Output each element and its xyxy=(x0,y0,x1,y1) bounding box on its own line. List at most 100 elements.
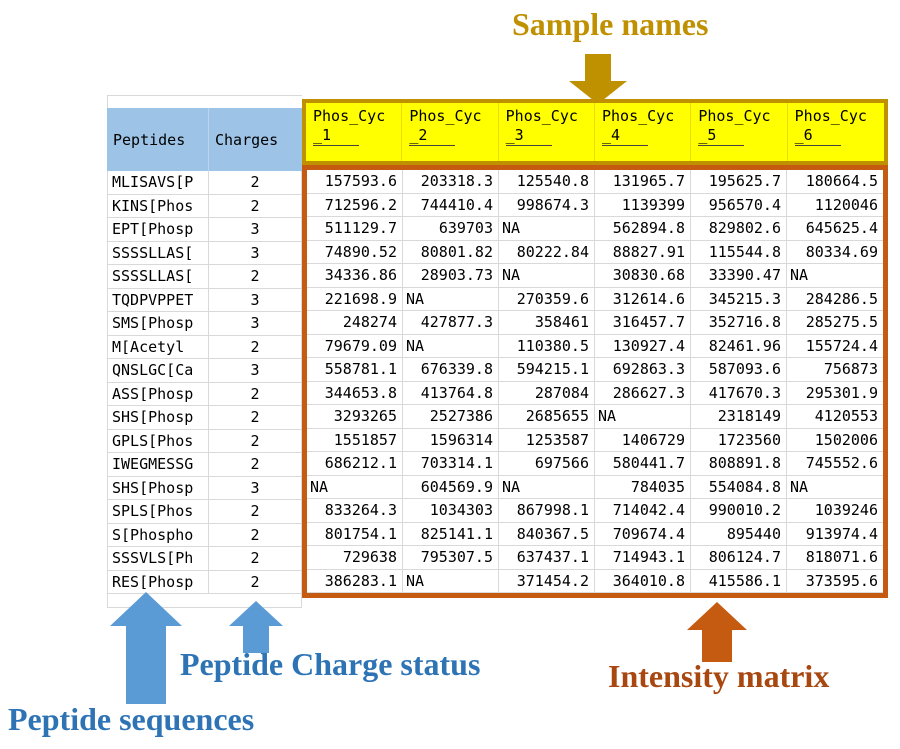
intensity-cell[interactable]: 712596.2 xyxy=(307,193,403,217)
intensity-cell[interactable]: 1502006 xyxy=(787,429,883,452)
sample-column-header[interactable]: Phos_Cyc_4 xyxy=(595,103,692,161)
sample-column-header[interactable]: Phos_Cyc_2 xyxy=(402,103,499,161)
intensity-cell[interactable]: 1406729 xyxy=(595,428,691,452)
peptide-cell[interactable]: MLISAVS[P xyxy=(107,171,209,195)
intensity-cell[interactable]: 714943.1 xyxy=(595,546,691,570)
peptide-cell[interactable]: SSSSLLAS[ xyxy=(107,265,209,289)
charge-cell[interactable]: 3 xyxy=(209,359,302,383)
intensity-cell[interactable]: 808891.8 xyxy=(691,452,787,476)
intensity-cell[interactable]: 344653.8 xyxy=(307,381,403,405)
intensity-cell[interactable]: 2527386 xyxy=(403,405,499,429)
intensity-cell[interactable]: 82461.96 xyxy=(691,334,787,358)
peptide-cell[interactable]: M[Acetyl xyxy=(107,335,209,359)
intensity-cell[interactable]: 554084.8 xyxy=(691,475,787,499)
peptide-cell[interactable]: SHS[Phosp xyxy=(107,406,209,430)
intensity-cell[interactable]: 284286.5 xyxy=(787,288,883,311)
charge-cell[interactable]: 2 xyxy=(209,429,302,453)
intensity-cell[interactable]: 511129.7 xyxy=(307,217,403,241)
intensity-cell[interactable]: 1034303 xyxy=(403,499,499,523)
peptide-cell[interactable]: SSSVLS[Ph xyxy=(107,547,209,571)
peptide-cell[interactable]: S[Phospho xyxy=(107,523,209,547)
intensity-cell[interactable]: 79679.09 xyxy=(307,334,403,358)
charge-cell[interactable]: 3 xyxy=(209,218,302,242)
intensity-cell[interactable]: 80801.82 xyxy=(403,240,499,264)
intensity-cell[interactable]: 413764.8 xyxy=(403,381,499,405)
intensity-cell[interactable]: 28903.73 xyxy=(403,264,499,288)
intensity-cell[interactable]: 203318.3 xyxy=(403,170,499,194)
intensity-cell[interactable]: 714042.4 xyxy=(595,499,691,523)
charge-cell[interactable]: 3 xyxy=(209,241,302,265)
intensity-cell[interactable]: 1120046 xyxy=(787,194,883,217)
charge-cell[interactable]: 3 xyxy=(209,288,302,312)
sample-column-header[interactable]: Phos_Cyc_6 xyxy=(794,107,867,146)
charge-cell[interactable]: 2 xyxy=(209,406,302,430)
intensity-cell[interactable]: 594215.1 xyxy=(499,358,595,382)
intensity-cell[interactable]: 913974.4 xyxy=(787,523,883,546)
intensity-cell[interactable]: 756873 xyxy=(787,358,883,382)
charge-cell[interactable]: 2 xyxy=(209,194,302,218)
intensity-cell[interactable]: 686212.1 xyxy=(307,452,403,476)
intensity-cell[interactable]: 825141.1 xyxy=(403,522,499,546)
intensity-cell[interactable]: 744410.4 xyxy=(403,193,499,217)
intensity-cell[interactable]: NA xyxy=(403,569,499,593)
charge-cell[interactable]: 2 xyxy=(209,382,302,406)
intensity-cell[interactable]: 703314.1 xyxy=(403,452,499,476)
charge-cell[interactable]: 2 xyxy=(209,335,302,359)
intensity-cell[interactable]: 829802.6 xyxy=(691,217,787,241)
intensity-cell[interactable]: 131965.7 xyxy=(595,170,691,194)
intensity-cell[interactable]: 1551857 xyxy=(307,428,403,452)
intensity-cell[interactable]: 80334.69 xyxy=(787,241,883,264)
peptide-cell[interactable]: SSSSLLAS[ xyxy=(107,241,209,265)
intensity-cell[interactable]: 125540.8 xyxy=(499,170,595,194)
intensity-cell[interactable]: 364010.8 xyxy=(595,569,691,593)
peptide-cell[interactable]: GPLS[Phos xyxy=(107,429,209,453)
peptide-cell[interactable]: TQDPVPPET xyxy=(107,288,209,312)
intensity-cell[interactable]: 371454.2 xyxy=(499,569,595,593)
intensity-cell[interactable]: 867998.1 xyxy=(499,499,595,523)
intensity-cell[interactable]: NA xyxy=(787,264,883,288)
intensity-cell[interactable]: NA xyxy=(403,287,499,311)
intensity-cell[interactable]: 74890.52 xyxy=(307,240,403,264)
intensity-cell[interactable]: 587093.6 xyxy=(691,358,787,382)
charge-cell[interactable]: 3 xyxy=(209,312,302,336)
intensity-cell[interactable]: 287084 xyxy=(499,381,595,405)
intensity-cell[interactable]: 692863.3 xyxy=(595,358,691,382)
intensity-cell[interactable]: NA xyxy=(499,475,595,499)
intensity-cell[interactable]: 639703 xyxy=(403,217,499,241)
intensity-cell[interactable]: 729638 xyxy=(307,546,403,570)
charge-cell[interactable]: 2 xyxy=(209,453,302,477)
peptide-cell[interactable]: ASS[Phosp xyxy=(107,382,209,406)
intensity-cell[interactable]: 895440 xyxy=(691,522,787,546)
intensity-cell[interactable]: 604569.9 xyxy=(403,475,499,499)
intensity-cell[interactable]: 784035 xyxy=(595,475,691,499)
intensity-cell[interactable]: 316457.7 xyxy=(595,311,691,335)
charges-column-header[interactable]: Charges xyxy=(209,108,302,171)
intensity-cell[interactable]: 2685655 xyxy=(499,405,595,429)
intensity-cell[interactable]: 221698.9 xyxy=(307,287,403,311)
intensity-cell[interactable]: 1139399 xyxy=(595,193,691,217)
intensity-cell[interactable]: 110380.5 xyxy=(499,334,595,358)
sample-column-header[interactable]: Phos_Cyc_5 xyxy=(691,103,788,161)
intensity-cell[interactable]: 358461 xyxy=(499,311,595,335)
intensity-cell[interactable]: 30830.68 xyxy=(595,264,691,288)
intensity-cell[interactable]: 270359.6 xyxy=(499,287,595,311)
intensity-cell[interactable]: 2318149 xyxy=(691,405,787,429)
peptide-cell[interactable]: SHS[Phosp xyxy=(107,476,209,500)
peptide-cell[interactable]: SMS[Phosp xyxy=(107,312,209,336)
intensity-cell[interactable]: 3293265 xyxy=(307,405,403,429)
peptide-cell[interactable]: IWEGMESSG xyxy=(107,453,209,477)
peptide-cell[interactable]: QNSLGC[Ca xyxy=(107,359,209,383)
intensity-cell[interactable]: NA xyxy=(307,475,403,499)
peptides-column-header[interactable]: Peptides xyxy=(107,108,209,171)
intensity-cell[interactable]: 312614.6 xyxy=(595,287,691,311)
charge-cell[interactable]: 2 xyxy=(209,500,302,524)
intensity-cell[interactable]: 33390.47 xyxy=(691,264,787,288)
intensity-cell[interactable]: 286627.3 xyxy=(595,381,691,405)
charge-cell[interactable]: 2 xyxy=(209,265,302,289)
intensity-cell[interactable]: 1723560 xyxy=(691,428,787,452)
intensity-cell[interactable]: 373595.6 xyxy=(787,570,883,593)
sample-column-header[interactable]: Phos_Cyc_1 xyxy=(306,103,403,161)
intensity-cell[interactable]: 80222.84 xyxy=(499,240,595,264)
intensity-cell[interactable]: 295301.9 xyxy=(787,382,883,405)
charge-cell[interactable]: 2 xyxy=(209,171,302,195)
